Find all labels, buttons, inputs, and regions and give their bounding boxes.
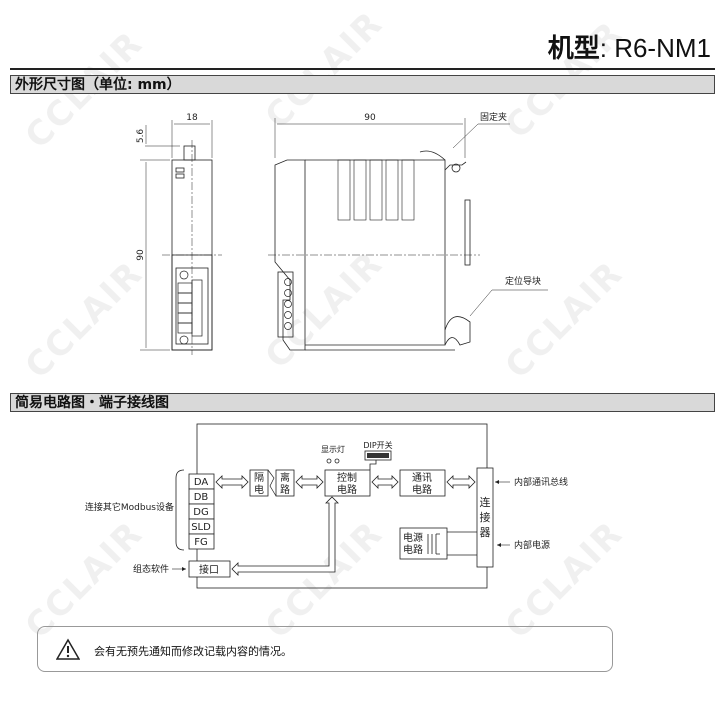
internal-power-label: 内部电源 (514, 539, 550, 551)
dim-width-front: 18 (186, 113, 198, 123)
dimension-drawing: 18 5.6 90 90 固定夹 定位导块 (136, 111, 548, 355)
circuit-diagram: DA DB DG SLD FG (85, 423, 568, 589)
modbus-label: 连接其它Modbus设备 (85, 501, 174, 513)
comm-circuit-label: 电路 (412, 483, 432, 496)
notice-box: 会有无预先通知而修改记载内容的情况。 (37, 626, 613, 672)
power-circuit-label: 电源 (403, 531, 423, 544)
comm-circuit-label: 通讯 (412, 472, 432, 484)
notice-text: 会有无预先通知而修改记载内容的情况。 (94, 645, 292, 658)
bracket (175, 469, 185, 551)
terminal-label: DG (193, 507, 208, 518)
dim-top: 5.6 (136, 129, 146, 144)
isolation-label: 电 (254, 483, 264, 496)
terminal-label: DB (194, 492, 209, 503)
dip-label: DIP开关 (363, 440, 392, 450)
isolation-label: 隔 (254, 472, 264, 484)
connector-label: 接 (480, 511, 491, 524)
isolation-label: 离 (280, 471, 290, 484)
indicator-label: 显示灯 (321, 444, 345, 454)
internal-bus-label: 内部通讯总线 (514, 476, 568, 488)
terminal-label: DA (194, 477, 209, 488)
divider (10, 68, 715, 70)
interface-label: 接口 (199, 563, 219, 576)
front-view (140, 120, 222, 355)
section-dimensions-heading: 外形尺寸图（单位: mm） (10, 75, 715, 94)
power-circuit-label: 电路 (403, 543, 423, 556)
side-view (268, 118, 548, 351)
model-title: 机型: R6-NM1 (547, 33, 711, 64)
terminal-block (188, 473, 215, 550)
clip-label: 固定夹 (480, 111, 507, 123)
isolation-label: 路 (280, 483, 290, 496)
dim-height: 90 (136, 249, 146, 261)
config-software-label: 组态软件 (133, 563, 169, 575)
dim-depth: 90 (364, 113, 376, 123)
terminal-label: FG (194, 537, 208, 548)
control-circuit-label: 电路 (337, 483, 357, 496)
warning-triangle-icon (56, 638, 80, 660)
connector-label: 连 (480, 496, 491, 509)
control-circuit-label: 控制 (337, 471, 357, 484)
section-circuit-heading: 简易电路图・端子接线图 (10, 393, 715, 412)
terminal-label: SLD (191, 522, 211, 533)
connector-label: 器 (480, 526, 491, 539)
guide-label: 定位导块 (505, 275, 541, 287)
